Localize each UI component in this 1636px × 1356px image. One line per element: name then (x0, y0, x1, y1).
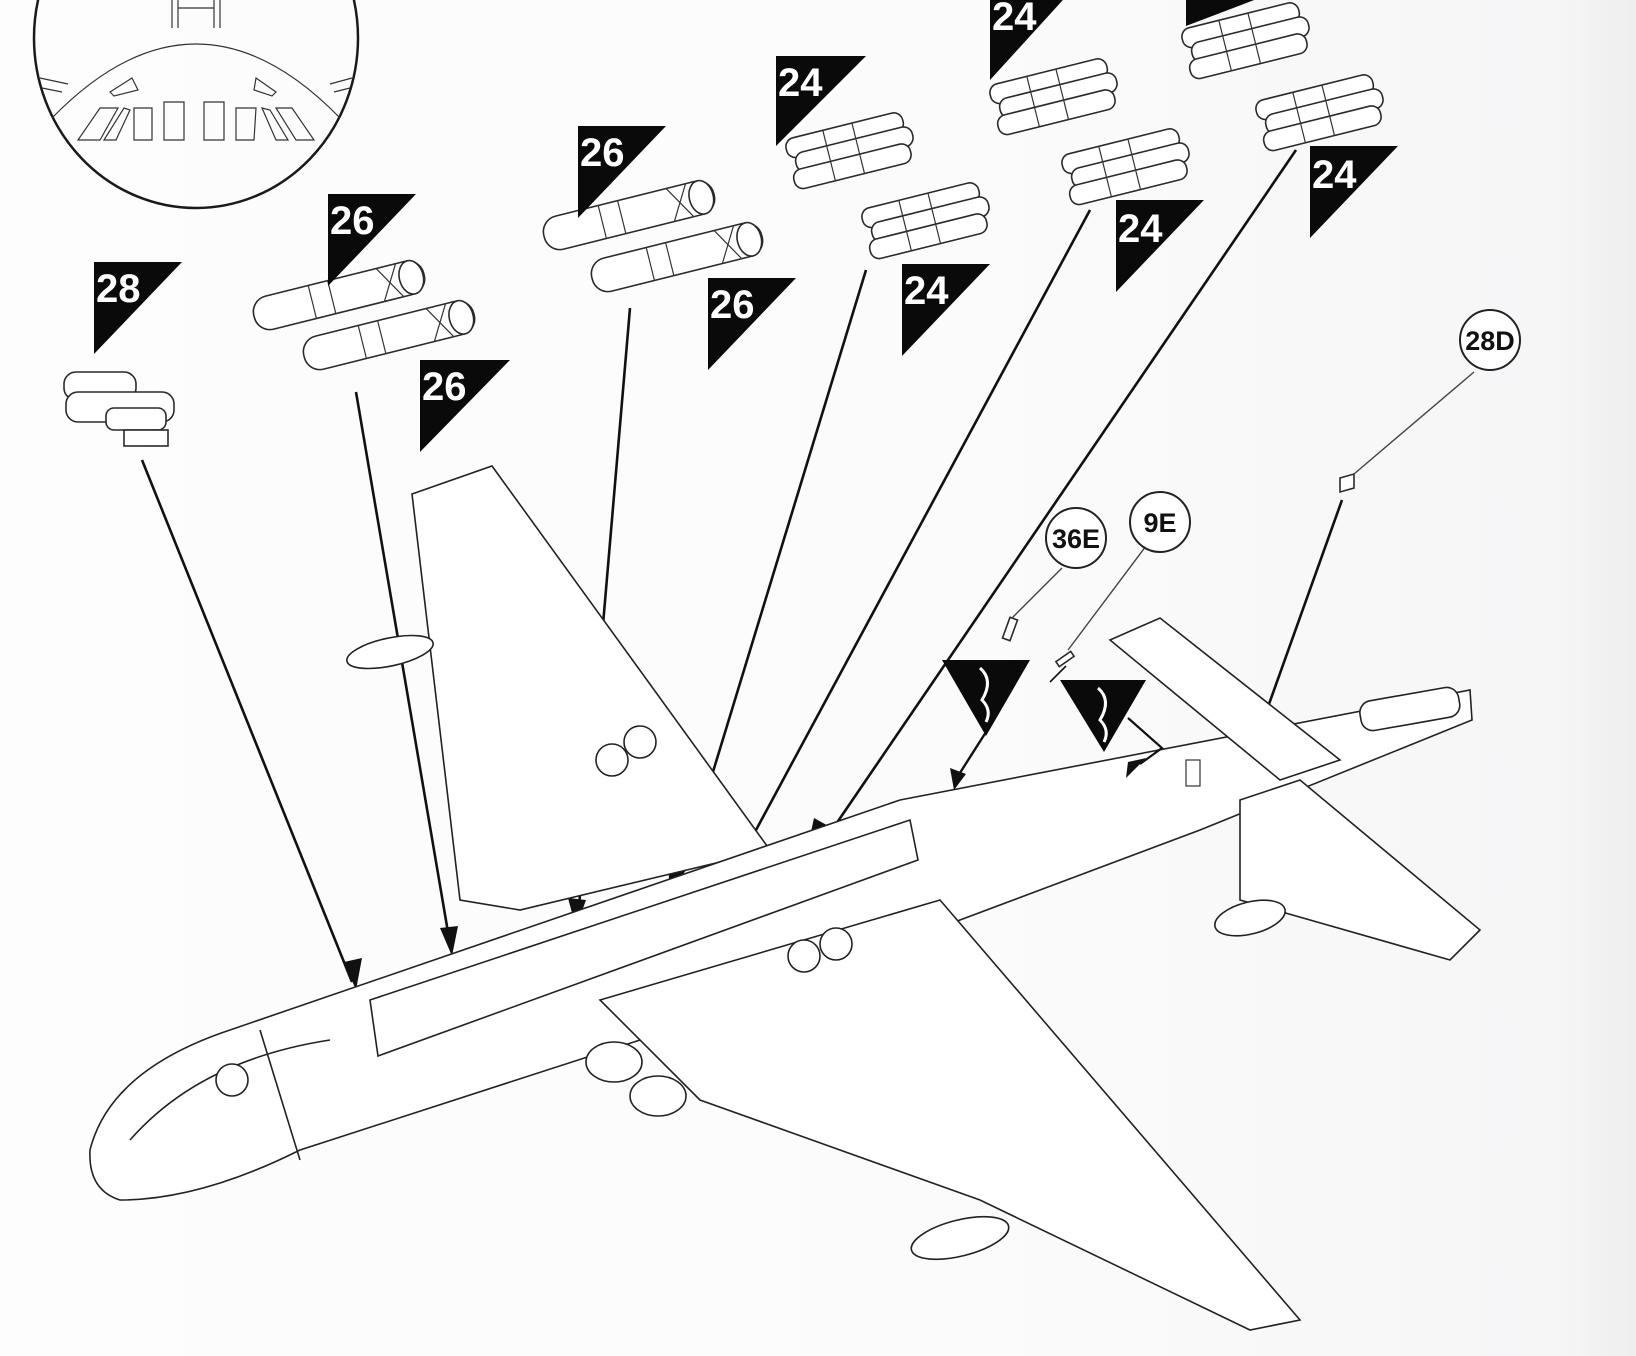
part-badge-24: 24 (1116, 200, 1204, 292)
nose-wheel (215, 1063, 249, 1097)
part-badge-26: 26 (578, 126, 666, 218)
svg-text:26: 26 (710, 283, 755, 327)
svg-text:28D: 28D (1465, 326, 1515, 356)
main-gear-starboard (787, 927, 853, 973)
leader-lines (140, 149, 1344, 983)
part-badge-24: 24 (776, 56, 866, 146)
part-badge-26: 26 (420, 360, 510, 452)
port-wingtip-tank (346, 634, 434, 670)
svg-text:26: 26 (422, 365, 467, 409)
part-24-rocket-cluster (861, 182, 990, 260)
upper-tailplane (1108, 617, 1342, 781)
svg-text:26: 26 (330, 199, 375, 243)
part-26-bomb (590, 221, 764, 293)
svg-text:28: 28 (96, 267, 141, 311)
main-gear-port (595, 725, 657, 777)
small-parts (1001, 472, 1355, 668)
cockpit-inset (32, 0, 360, 210)
part-26-bomb (542, 179, 716, 251)
fin-tip (1214, 899, 1286, 937)
starboard-wingtip-tank (910, 1215, 1010, 1261)
part-badge-24: 24 (990, 0, 1063, 80)
callout-9e: 9E (1129, 491, 1191, 553)
aircraft-line-art (89, 465, 1482, 1331)
engine-intake (629, 1075, 687, 1117)
part-24-rocket-cluster (1181, 2, 1310, 80)
part-28-rack (63, 371, 175, 447)
svg-text:24: 24 (778, 61, 823, 105)
svg-text:24: 24 (1312, 153, 1357, 197)
bomb-bay-door (369, 818, 919, 1058)
svg-text:24: 24 (992, 0, 1037, 39)
part-badge-24: 24 (1310, 146, 1398, 238)
part-26-bomb (302, 299, 476, 371)
fuselage (89, 689, 1473, 1201)
svg-text:9E: 9E (1143, 508, 1176, 538)
svg-text:24: 24 (904, 269, 949, 313)
part-26-bomb (252, 259, 426, 331)
part-24-rocket-cluster (1061, 128, 1190, 206)
part-badge-28: 28 (94, 262, 182, 354)
svg-text:26: 26 (580, 131, 625, 175)
part-badge-24: 24 (1186, 0, 1255, 26)
part-24-rocket-cluster (1255, 74, 1384, 152)
svg-text:36E: 36E (1052, 524, 1100, 554)
engine-intake (585, 1041, 643, 1083)
drill-symbol-icon (942, 660, 1030, 790)
svg-text:24: 24 (1118, 207, 1163, 251)
callout-36e: 36E (1045, 507, 1107, 569)
port-wing (411, 465, 772, 911)
starboard-wing (598, 899, 1302, 1331)
part-24-rocket-cluster (989, 58, 1118, 136)
callout-leaders (1011, 371, 1475, 651)
lower-tailplane (1239, 779, 1482, 961)
part-badge-26: 26 (708, 278, 796, 370)
part-badge-24: 24 (902, 264, 990, 356)
callout-28d: 28D (1459, 309, 1521, 371)
part-24-rocket-cluster (785, 112, 914, 190)
part-badge-26: 26 (328, 194, 416, 286)
drill-symbol-icon (1049, 665, 1164, 778)
